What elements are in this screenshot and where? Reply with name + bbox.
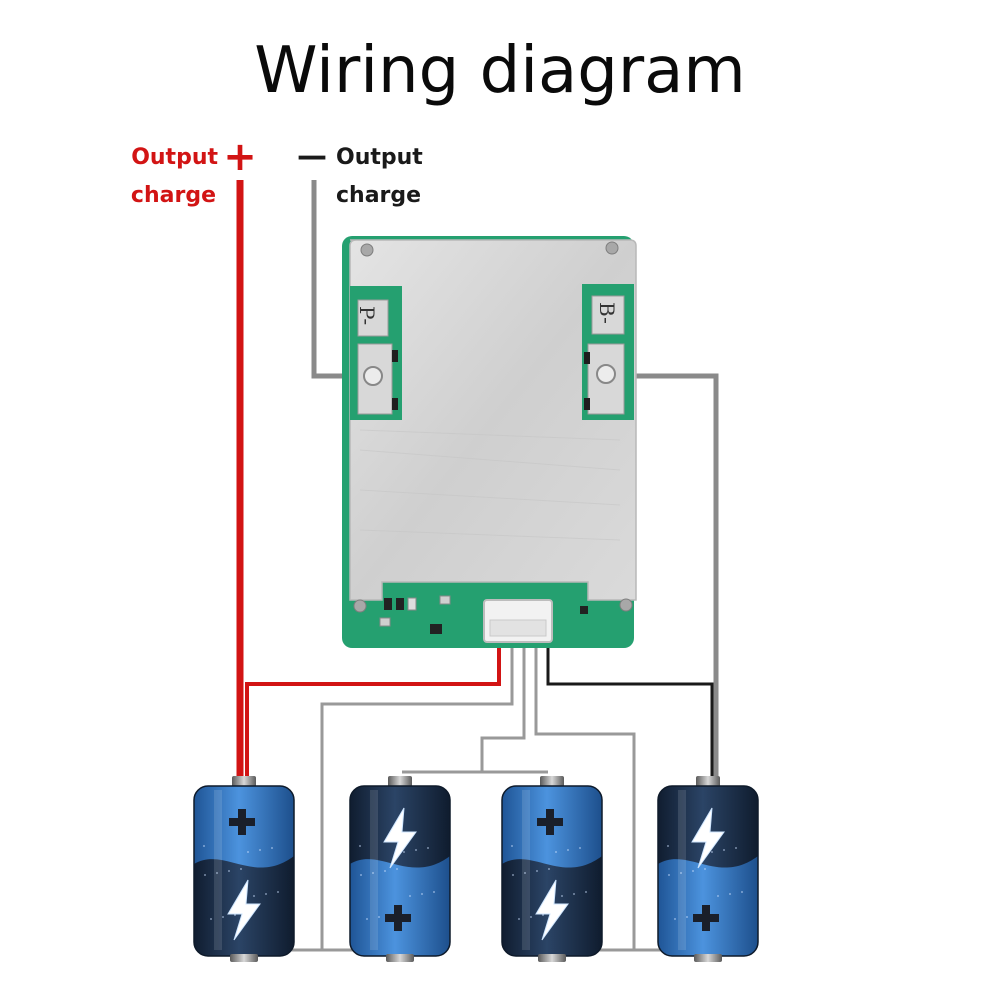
b-minus-terminal [596, 364, 616, 384]
lightning-icon [691, 807, 725, 869]
battery-2 [349, 776, 451, 962]
smd-components [379, 595, 588, 634]
battery-3 [501, 776, 603, 962]
plus-symbol: + [223, 134, 257, 180]
pad-silver [357, 299, 389, 337]
p-minus-terminal [363, 366, 383, 386]
screw-hole [353, 599, 367, 613]
negative-label-line1: Output [336, 145, 423, 170]
plus-icon [693, 905, 719, 931]
battery-bottom-terminal [538, 954, 566, 962]
b-minus-label: B- [595, 302, 619, 324]
positive-output-label: Output charge + [131, 134, 257, 208]
pad-silver [587, 343, 625, 415]
brushed-texture [359, 429, 621, 541]
plus-icon [385, 905, 411, 931]
pad-silver [591, 295, 625, 335]
battery-bottom-terminal [694, 954, 722, 962]
battery-4 [657, 776, 759, 962]
lightning-icon [227, 879, 261, 941]
battery-1 [193, 776, 295, 962]
battery-pack [193, 776, 759, 962]
battery-top-terminal [540, 776, 564, 788]
balance-wire-3 [534, 645, 636, 950]
balance-connector-slot [489, 619, 547, 637]
balance-wire-2 [480, 645, 526, 772]
battery-bottom-terminal [386, 954, 414, 962]
battery-top-terminal [232, 776, 256, 788]
negative-output-label: — Output charge [297, 139, 423, 208]
plus-icon [229, 809, 255, 835]
positive-label-line1: Output [131, 145, 218, 170]
aluminum-heatsink [349, 239, 637, 601]
screw-hole [619, 598, 633, 612]
plus-icon [537, 809, 563, 835]
balance-wire-negative [546, 645, 714, 778]
battery-bottom-terminal [230, 954, 258, 962]
bms-board: P- B- [342, 236, 637, 648]
battery-top-terminal [388, 776, 412, 788]
battery-top-terminal [696, 776, 720, 788]
screw-hole [360, 243, 374, 257]
lightning-icon [535, 879, 569, 941]
screw-hole [605, 241, 619, 255]
lightning-icon [383, 807, 417, 869]
battery-negative-wire [606, 373, 719, 778]
balance-wire-positive [245, 645, 501, 780]
minus-symbol: — [297, 139, 327, 174]
balance-wire-1 [320, 645, 514, 950]
p-minus-label: P- [355, 306, 379, 325]
page-title: Wiring diagram [254, 34, 745, 108]
negative-label-line2: charge [336, 183, 421, 208]
positive-label-line2: charge [131, 183, 216, 208]
